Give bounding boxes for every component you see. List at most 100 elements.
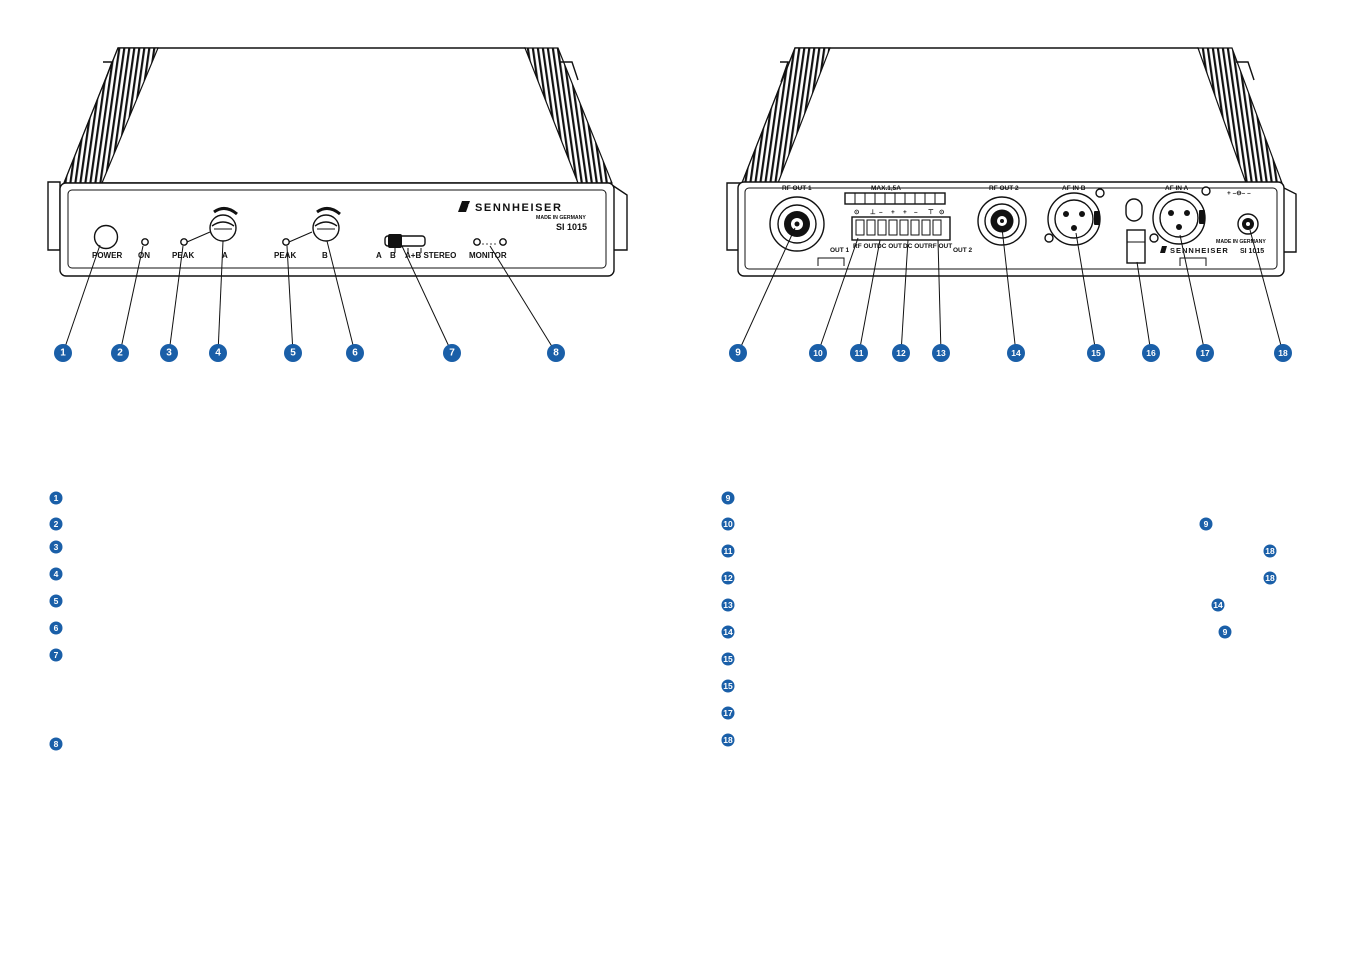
switch-ab-stereo-label: A+B STEREO [405, 251, 456, 260]
callout-5: 5 [290, 348, 296, 359]
max-label: MAX.1,5A [871, 185, 901, 192]
rf-out-left-label: RF OUT [853, 243, 877, 250]
monitor-led-b [499, 238, 507, 246]
callout-9: 9 [735, 348, 741, 359]
callout-13: 13 [936, 348, 946, 358]
legend-item-7: 7 [54, 650, 59, 660]
front-model: SI 1015 [556, 222, 587, 232]
polarity-label: + –⊖– – [1227, 190, 1251, 197]
b-label: B [322, 251, 328, 260]
legend-ref-9a: 9 [1204, 519, 1209, 529]
rear-brand: SENNHEISER [1170, 246, 1229, 255]
rear-callouts: 9 10 11 12 13 14 15 16 17 18 [729, 344, 1292, 362]
af-in-a-connector [1149, 186, 1211, 245]
rear-sennheiser-logo-mark [1160, 246, 1167, 253]
callout-18: 18 [1278, 348, 1288, 358]
out-1-label: OUT 1 [830, 247, 850, 254]
callout-2: 2 [117, 348, 123, 359]
switch-a-label: A [376, 251, 382, 260]
svg-text:–: – [914, 209, 918, 216]
legend-item-15b: 15 [723, 681, 733, 691]
callout-1: 1 [60, 348, 66, 359]
legend-item-10: 10 [723, 519, 733, 529]
dc-out-left-label: DC OUT [877, 243, 902, 250]
callout-16: 16 [1146, 348, 1156, 358]
a-label: A [222, 251, 228, 260]
legend-item-17: 17 [723, 708, 733, 718]
legend-item-6: 6 [54, 623, 59, 633]
out-2-label: OUT 2 [953, 247, 973, 254]
callout-14: 14 [1011, 348, 1021, 358]
callout-3: 3 [166, 348, 172, 359]
callout-11: 11 [855, 348, 864, 358]
sennheiser-logo-mark [458, 201, 472, 212]
rf-out-1-label: RF OUT 1 [782, 185, 812, 192]
legend-item-4: 4 [54, 569, 59, 579]
callout-4: 4 [215, 348, 221, 359]
svg-text:⊙: ⊙ [939, 209, 945, 216]
power-label: POWER [92, 251, 122, 260]
knob-a [209, 207, 238, 242]
legend-item-3: 3 [54, 542, 59, 552]
af-in-b-connector [1044, 188, 1105, 246]
rf-out-right-label: RF OUT [928, 243, 952, 250]
callout-6: 6 [352, 348, 358, 359]
callout-12: 12 [896, 348, 906, 358]
monitor-led-a [473, 238, 481, 246]
legend-item-18: 18 [723, 735, 733, 745]
callout-10: 10 [813, 348, 823, 358]
legend-ref-18a: 18 [1265, 546, 1275, 556]
legend-item-1: 1 [54, 493, 59, 503]
peak-a-led [180, 238, 188, 246]
legend-left: 1 2 3 4 5 6 7 8 [49, 491, 63, 751]
peak-a-label: PEAK [172, 251, 194, 260]
rear-panel-drawing: RF OUT 1 MAX.1,5A ⊙ ⊙ ⊥ – + + – ⊤ OUT 1 … [726, 47, 1297, 354]
dc-power-jack [1237, 213, 1259, 235]
rear-model: SI 1015 [1240, 248, 1264, 255]
peak-b-label: PEAK [274, 251, 296, 260]
legend-right: 9 10 11 12 13 14 15 15 17 18 9 18 18 14 … [721, 491, 1277, 747]
legend-ref-9b: 9 [1223, 627, 1228, 637]
legend-item-14: 14 [723, 627, 733, 637]
front-brand: SENNHEISER [475, 202, 563, 214]
legend-item-12: 12 [723, 573, 733, 583]
svg-text:⊥: ⊥ [870, 208, 876, 216]
on-led [141, 238, 149, 246]
peak-b-led [282, 238, 290, 246]
callout-15: 15 [1091, 348, 1101, 358]
callout-7: 7 [449, 348, 455, 359]
rear-made-in: MADE IN GERMANY [1216, 239, 1266, 245]
front-made-in: MADE IN GERMANY [536, 215, 586, 221]
on-label: ON [138, 251, 150, 260]
legend-ref-18b: 18 [1265, 573, 1275, 583]
switch-b-label: B [390, 251, 396, 260]
callout-8: 8 [553, 348, 559, 359]
rf-out-1-connector [769, 196, 825, 252]
front-callouts: 1 2 3 4 5 6 7 8 [54, 344, 565, 362]
dc-out-right-label: DC OUT [903, 243, 928, 250]
ground-lift-switch [1125, 198, 1146, 264]
rf-out-2-label: RF OUT 2 [989, 185, 1019, 192]
legend-item-8: 8 [54, 739, 59, 749]
af-in-a-label: AF IN A [1165, 185, 1189, 192]
selector-switch [384, 234, 426, 253]
svg-text:–: – [879, 209, 883, 216]
front-panel-drawing: POWER ON PEAK A PEAK B [47, 47, 628, 354]
terminal-block: ⊙ ⊙ ⊥ – + + – ⊤ [851, 208, 951, 241]
legend-item-11: 11 [724, 546, 733, 556]
legend-item-13: 13 [723, 600, 733, 610]
rf-out-2-connector [977, 196, 1027, 246]
legend-item-9: 9 [726, 493, 731, 503]
svg-text:+: + [903, 209, 907, 216]
legend-item-15a: 15 [723, 654, 733, 664]
svg-text:+: + [891, 209, 895, 216]
legend-item-5: 5 [54, 596, 59, 606]
af-in-b-label: AF IN B [1062, 185, 1086, 192]
svg-text:⊤: ⊤ [928, 208, 934, 216]
power-button [93, 224, 119, 250]
legend-item-2: 2 [54, 519, 59, 529]
callout-17: 17 [1200, 348, 1210, 358]
monitor-label: MONITOR [469, 251, 507, 260]
